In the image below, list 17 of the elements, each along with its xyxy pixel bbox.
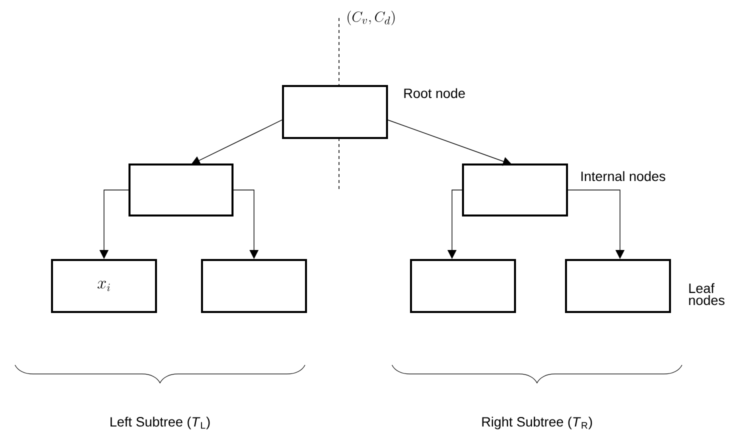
leaf-box: $x_i$ — [51, 259, 157, 313]
subtree-label: Left Subtree (T$_{L}$) — [110, 416, 210, 430]
arrow — [191, 120, 282, 165]
subtree-label: Right Subtree (T$_{R}$) — [482, 416, 592, 430]
arrow — [233, 190, 259, 259]
node-caption: Leaf nodes — [689, 283, 724, 306]
tree-node-box — [282, 85, 388, 139]
tree-node-box — [462, 164, 568, 216]
arrow — [388, 120, 512, 166]
tree-node-box — [565, 259, 671, 313]
node-caption: Root node — [404, 88, 465, 98]
tree-node-box — [201, 259, 307, 313]
tree-node-box — [128, 164, 234, 216]
node-caption: Internal nodes — [581, 171, 666, 182]
axis-label: $(C_v, C_d)$ — [348, 10, 395, 26]
arrow — [568, 190, 625, 259]
tree-node-box — [410, 259, 516, 313]
